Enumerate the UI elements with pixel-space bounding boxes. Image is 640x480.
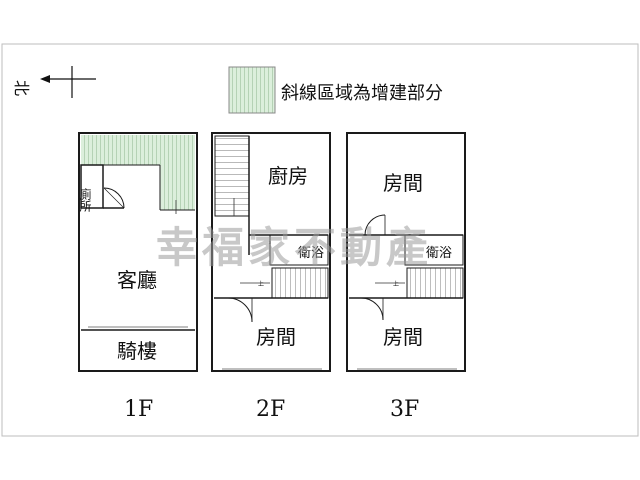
watermark: 幸福家不動產 xyxy=(156,223,432,272)
floor-1f-toilet-label: 廁所 xyxy=(78,187,92,212)
legend-label: 斜線區域為增建部分 xyxy=(281,83,443,104)
floor-1f-addition-top xyxy=(81,135,195,165)
floor-3f-stair-mark: 上 xyxy=(393,280,399,288)
floor-3f-top-door xyxy=(364,214,386,236)
floor-2f-name: 2F xyxy=(256,397,285,422)
floor-2f-stair-mark: 上 xyxy=(258,280,264,288)
floor-2f-bath-walls xyxy=(269,234,329,266)
floor-1f-name: 1F xyxy=(124,397,153,422)
floor-1f-toilet-door xyxy=(103,187,125,209)
floor-2f-stairs-lower xyxy=(272,268,328,298)
floor-2f-room-label: 房間 xyxy=(256,325,296,349)
legend-swatch xyxy=(228,66,276,114)
floor-1f xyxy=(78,132,198,372)
floor-1f-addition-side xyxy=(160,165,195,210)
floor-2f-stairs-upper xyxy=(215,136,249,216)
floor-3f xyxy=(346,132,466,372)
floor-2f-bath-label: 衛浴 xyxy=(298,246,324,261)
floor-3f-room-top-label: 房間 xyxy=(383,171,423,195)
compass-label: 北 xyxy=(12,80,31,96)
floor-3f-room-bottom-label: 房間 xyxy=(383,325,423,349)
floor-2f-kitchen-label: 廚房 xyxy=(268,164,308,188)
floor-2f xyxy=(211,132,331,372)
floor-3f-name: 3F xyxy=(390,397,419,422)
north-arrow-icon xyxy=(40,66,96,98)
floor-1f-toilet-walls xyxy=(80,164,104,209)
floor-3f-outline xyxy=(346,132,466,372)
floor-3f-stairs xyxy=(407,268,463,298)
floor-1f-arcade-label: 騎樓 xyxy=(117,339,157,363)
floor-3f-bath-label: 衛浴 xyxy=(426,246,452,261)
floor-1f-living-label: 客廳 xyxy=(117,268,157,292)
page-frame xyxy=(1,43,639,437)
floor-3f-bath-walls xyxy=(404,234,464,266)
